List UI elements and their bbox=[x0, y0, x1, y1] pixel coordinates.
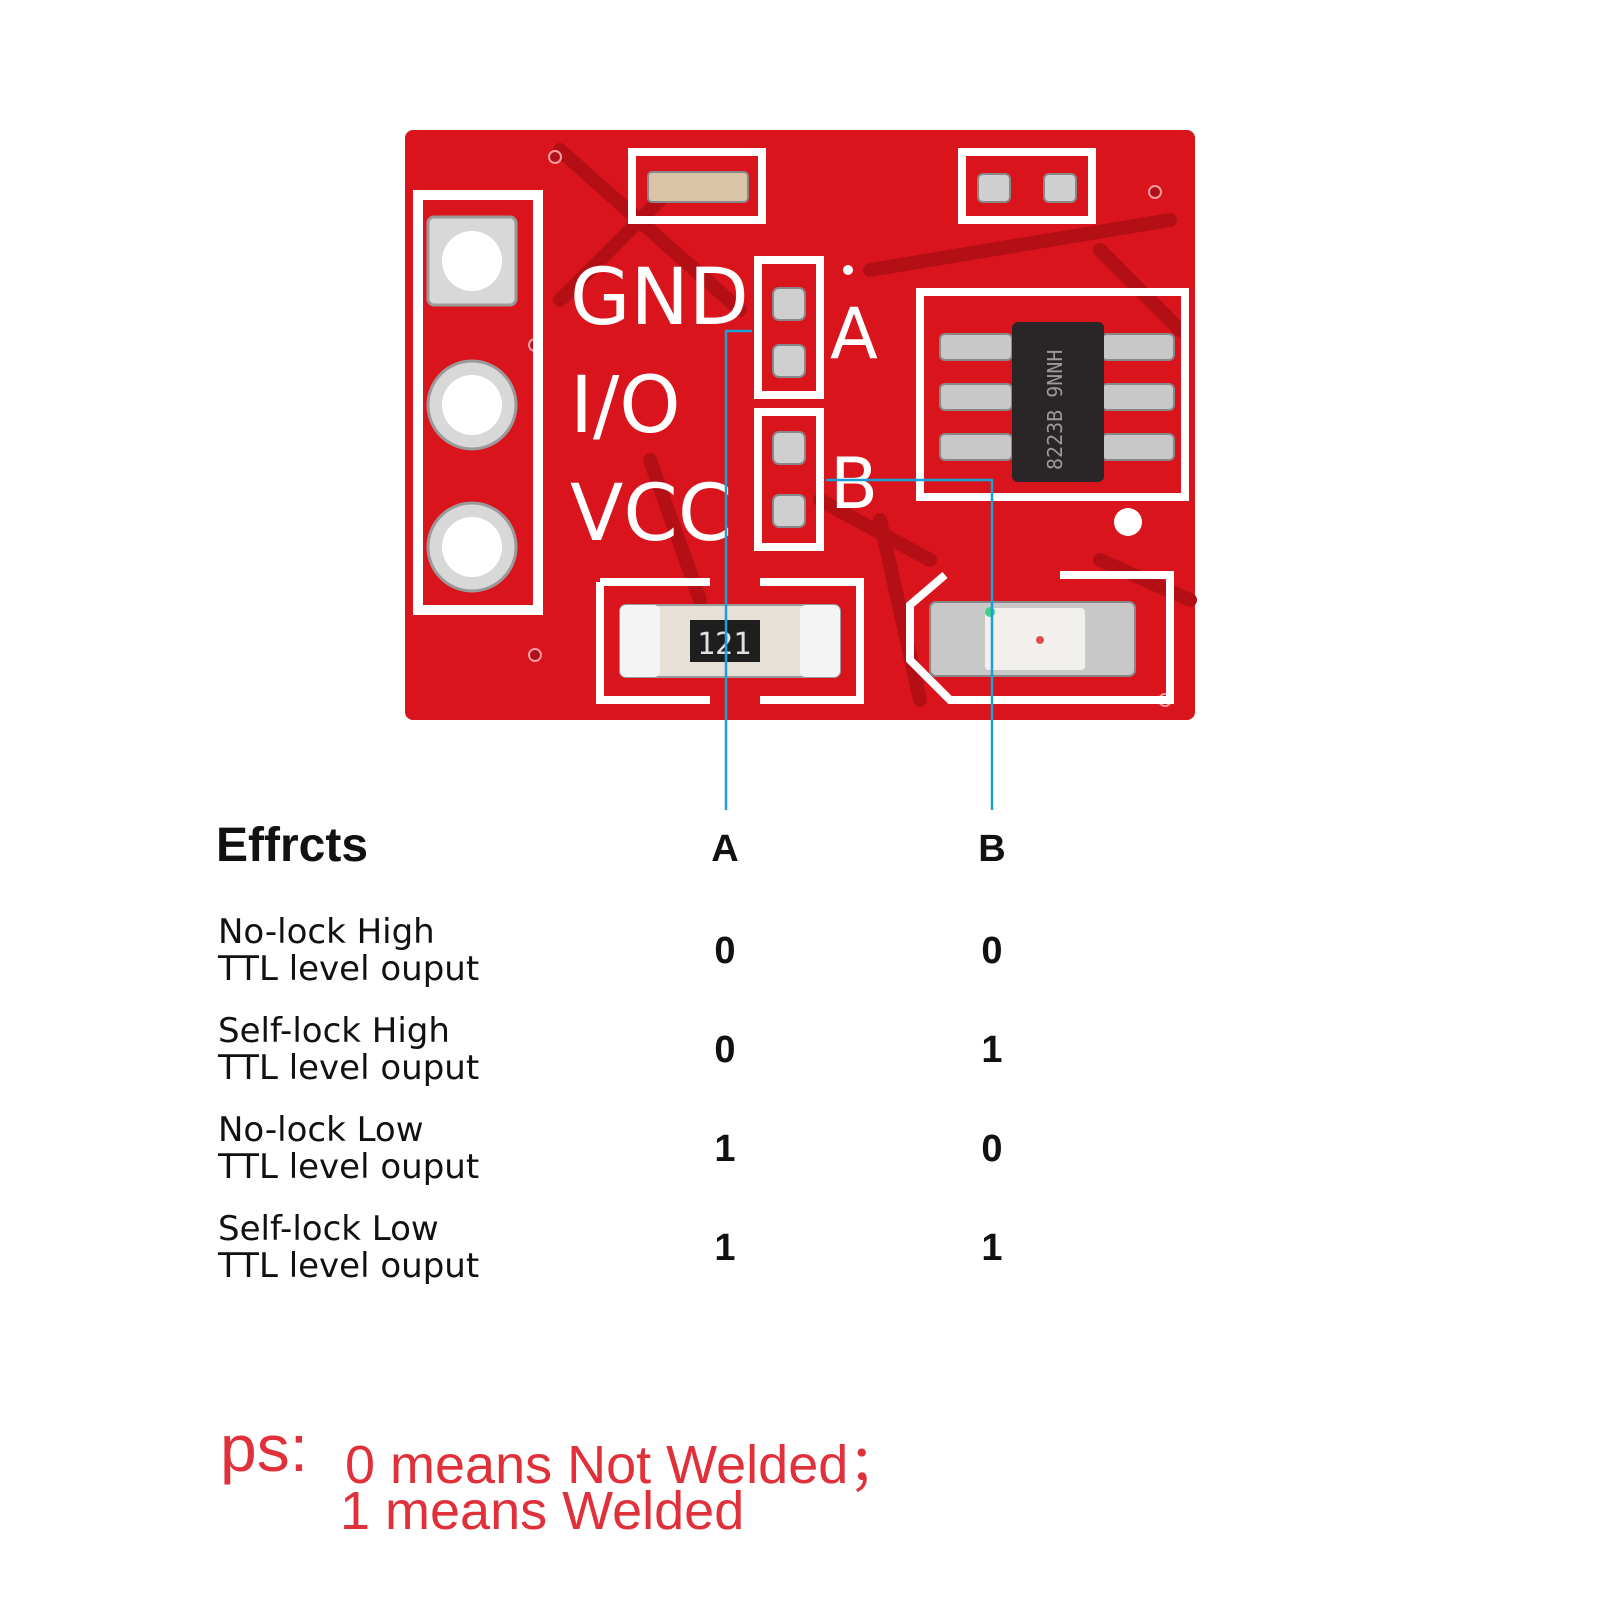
jumper-b-outline bbox=[754, 408, 824, 551]
pcb-body bbox=[405, 130, 1195, 720]
table-row: No-lock High TTL level ouput 0 0 bbox=[218, 912, 1118, 992]
ic-outline bbox=[916, 288, 1189, 501]
pin-header-outline bbox=[413, 190, 543, 615]
note-prefix: ps: bbox=[220, 1411, 309, 1485]
row-label-line2: TTL level ouput bbox=[218, 1246, 480, 1286]
row-value-a: 0 bbox=[714, 930, 736, 972]
row-value-b: 0 bbox=[981, 930, 1003, 972]
row-label-line1: Self-lock Low bbox=[218, 1209, 439, 1249]
silk-label-b: B bbox=[830, 443, 878, 525]
ic-chip-body bbox=[1012, 322, 1104, 482]
table-row: Self-lock High TTL level ouput 0 1 bbox=[218, 1011, 1118, 1091]
column-header-b: B bbox=[978, 828, 1006, 870]
top-component-left bbox=[647, 171, 749, 203]
resistor-outline bbox=[596, 578, 864, 704]
row-value-a: 1 bbox=[714, 1128, 736, 1170]
top-component-left-outline bbox=[628, 148, 766, 224]
table-row: Self-lock Low TTL level ouput 1 1 bbox=[218, 1209, 1118, 1289]
table-row: No-lock Low TTL level ouput 1 0 bbox=[218, 1110, 1118, 1190]
silk-label-vcc: VCC bbox=[570, 469, 732, 559]
row-label-line1: No-lock Low bbox=[218, 1110, 424, 1150]
row-value-b: 1 bbox=[981, 1029, 1003, 1071]
pointer-line-a bbox=[724, 329, 752, 810]
silk-label-a: A bbox=[830, 293, 878, 375]
row-value-b: 1 bbox=[981, 1227, 1003, 1269]
column-header-a: A bbox=[711, 828, 739, 870]
resistor-marking: 121 bbox=[697, 627, 751, 662]
silk-label-gnd: GND bbox=[570, 253, 749, 343]
row-value-a: 0 bbox=[714, 1029, 736, 1071]
row-label-line2: TTL level ouput bbox=[218, 1048, 480, 1088]
pointer-line-b bbox=[826, 478, 994, 810]
row-value-b: 0 bbox=[981, 1128, 1003, 1170]
led-outline bbox=[906, 571, 1174, 704]
row-label-line2: TTL level ouput bbox=[218, 1147, 480, 1187]
row-label-line1: No-lock High bbox=[218, 912, 435, 952]
jumper-a-outline bbox=[754, 256, 824, 399]
note-line-2: 1 means Welded bbox=[340, 1481, 745, 1541]
row-label-line2: TTL level ouput bbox=[218, 949, 480, 989]
table-title: Effrcts bbox=[216, 819, 369, 872]
ic-chip-marking: 8223B 9NNH bbox=[1043, 350, 1067, 470]
jumper-a-pad-2 bbox=[772, 344, 806, 378]
top-component-right-outline bbox=[958, 148, 1096, 224]
note-line-1: 0 means Not Welded； bbox=[345, 1435, 903, 1495]
jumper-b-pad-1 bbox=[772, 431, 806, 465]
row-value-a: 1 bbox=[714, 1227, 736, 1269]
jumper-b-pad-2 bbox=[772, 494, 806, 528]
jumper-a-pad-1 bbox=[772, 287, 806, 321]
silk-label-io: I/O bbox=[570, 361, 681, 451]
row-label-line1: Self-lock High bbox=[218, 1011, 450, 1051]
